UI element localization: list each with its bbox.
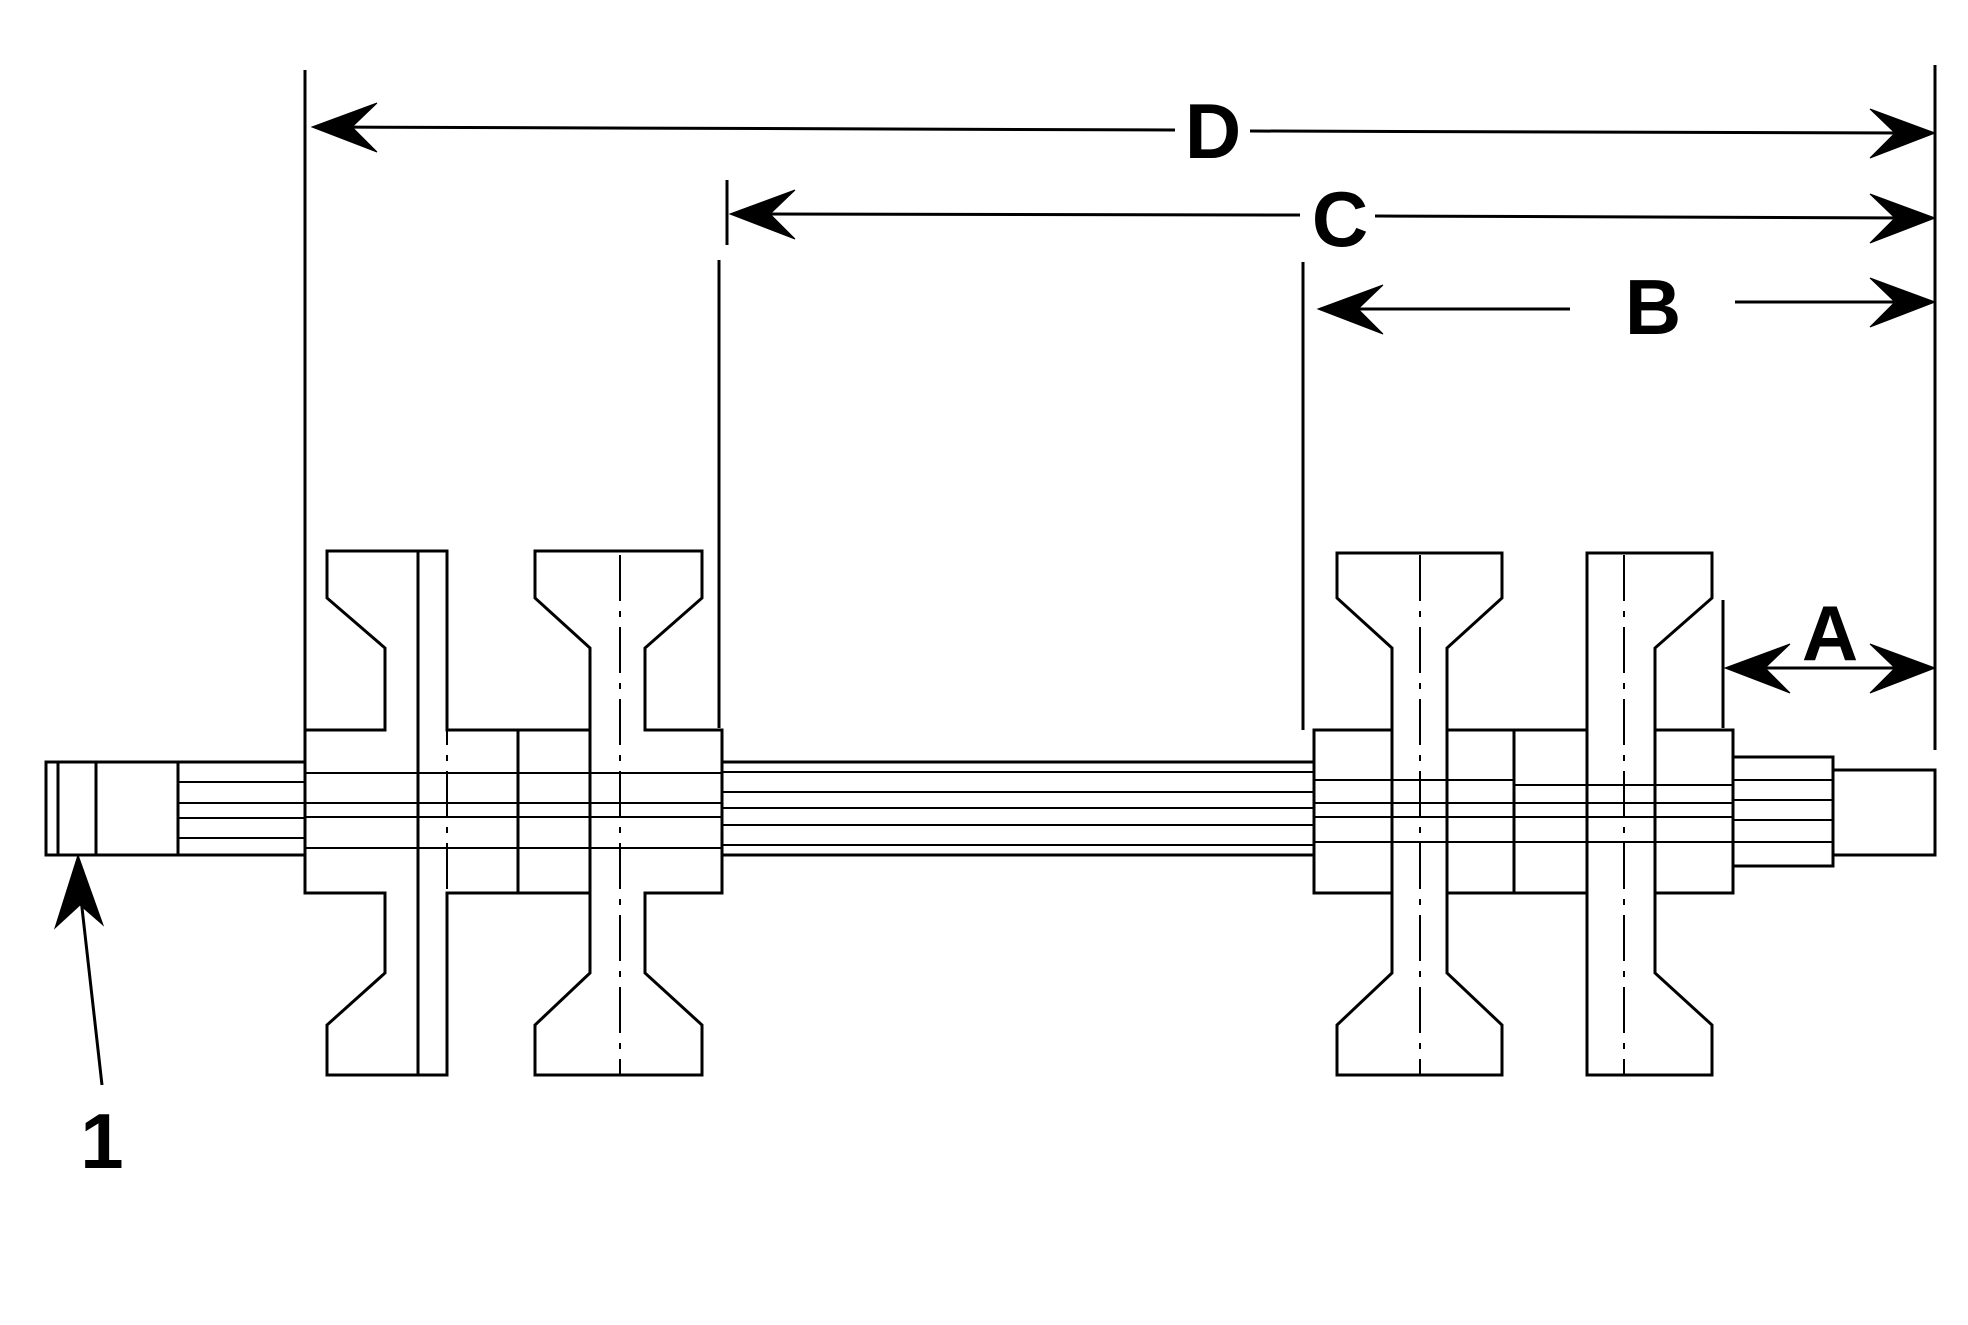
dimension-a-left-arrow bbox=[1723, 643, 1791, 694]
dimension-c: C bbox=[728, 175, 1937, 263]
callout-1-label: 1 bbox=[80, 1097, 123, 1185]
dimension-b-label: B bbox=[1625, 263, 1681, 351]
dimension-b-right-arrow bbox=[1869, 277, 1937, 328]
shaft-left-end bbox=[44, 760, 308, 857]
shaft-right-spline bbox=[1731, 755, 1835, 868]
gear-1 bbox=[303, 549, 520, 1077]
gear-4 bbox=[1512, 551, 1735, 1077]
callout-1: 1 bbox=[53, 853, 124, 1185]
dimension-c-label: C bbox=[1312, 175, 1368, 263]
dimension-c-right-arrow bbox=[1869, 193, 1937, 244]
dimension-b-left-arrow bbox=[1316, 284, 1384, 335]
extension-lines bbox=[303, 65, 1937, 750]
callout-1-leader bbox=[78, 889, 104, 1086]
dimension-c-left-arrow bbox=[728, 189, 796, 240]
gear-3 bbox=[1312, 551, 1516, 1077]
dimension-d-label: D bbox=[1185, 87, 1241, 175]
dimension-d-right-arrow bbox=[1869, 108, 1937, 159]
dimension-a: A bbox=[1723, 589, 1937, 694]
dimension-d: D bbox=[310, 87, 1937, 175]
gears bbox=[303, 549, 1735, 1077]
dimension-d-left-arrow bbox=[310, 102, 378, 153]
shaft-right-end bbox=[1831, 768, 1937, 857]
gear-2 bbox=[516, 549, 724, 1077]
dimension-a-label: A bbox=[1802, 589, 1858, 677]
dimension-b: B bbox=[1316, 263, 1937, 351]
dimension-a-right-arrow bbox=[1869, 643, 1937, 694]
callout-1-arrowhead bbox=[53, 853, 105, 930]
